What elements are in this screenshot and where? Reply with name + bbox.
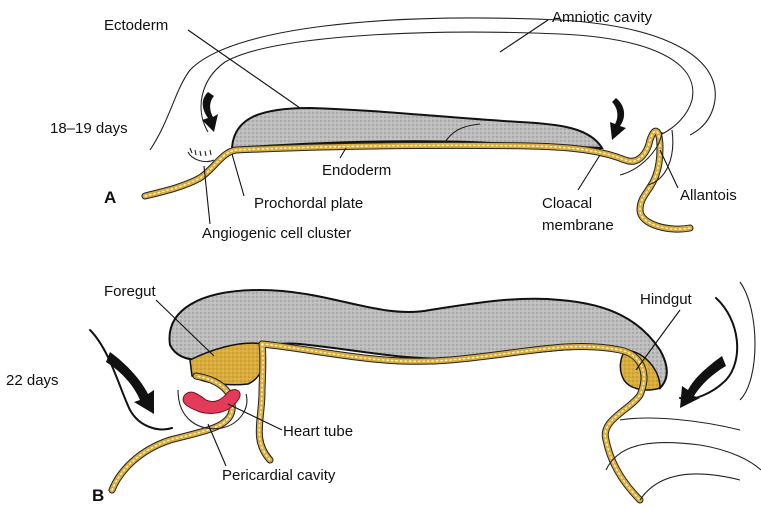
label-pericardial-cavity: Pericardial cavity: [222, 467, 336, 484]
label-panel-b: B: [92, 486, 104, 505]
angiogenic-cell-cluster: [188, 148, 214, 162]
label-prochordal-plate: Prochordal plate: [254, 195, 363, 212]
label-angiogenic-cell-cluster: Angiogenic cell cluster: [202, 225, 351, 242]
fold-arrow-right-b: [680, 356, 726, 408]
panel-a: Ectoderm Amniotic cavity 18–19 days Endo…: [50, 9, 737, 242]
leader-amniotic: [500, 20, 548, 52]
panel-b: Foregut Hindgut 22 days Heart tube Peric…: [6, 282, 761, 505]
label-membrane: membrane: [542, 217, 614, 234]
leader-prochordal: [232, 154, 244, 196]
label-cloacal: Cloacal: [542, 195, 592, 212]
amnion-right-b: [740, 282, 755, 400]
leader-allantois: [660, 150, 678, 188]
label-ectoderm: Ectoderm: [104, 17, 168, 34]
label-endoderm: Endoderm: [322, 162, 391, 179]
label-age-b: 22 days: [6, 372, 59, 389]
fold-arrow-right-a: [610, 98, 626, 140]
label-age-a: 18–19 days: [50, 120, 128, 137]
leader-cloacal: [578, 155, 600, 190]
body-wall-right-b: [680, 298, 737, 399]
endoderm-layer-a: [145, 131, 690, 229]
label-amniotic-cavity: Amniotic cavity: [552, 9, 653, 26]
fold-arrow-left-b: [106, 352, 154, 414]
label-heart-tube: Heart tube: [283, 423, 353, 440]
label-allantois: Allantois: [680, 187, 737, 204]
label-hindgut: Hindgut: [640, 291, 693, 308]
label-panel-a: A: [104, 188, 116, 207]
leader-heart-tube: [228, 404, 282, 430]
label-foregut: Foregut: [104, 283, 157, 300]
